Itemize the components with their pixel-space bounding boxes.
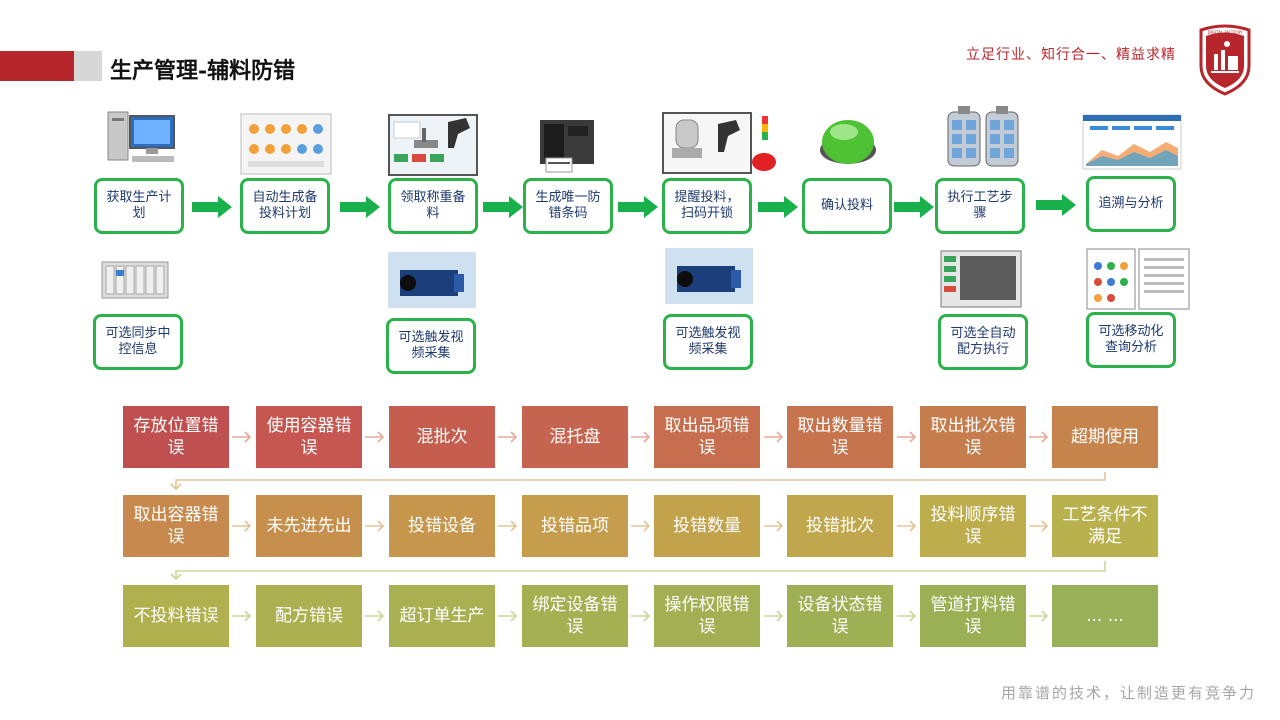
error-item: 存放位置错误 bbox=[123, 406, 229, 468]
error-item: 不投料错误 bbox=[123, 585, 229, 647]
step-trace-analyze: 追溯与分析 bbox=[1086, 176, 1176, 232]
error-item: 未先进先出 bbox=[256, 495, 362, 557]
step-get-plan: 获取生产计划 bbox=[94, 178, 184, 234]
error-item: ... ... bbox=[1052, 585, 1158, 647]
flow-arrow-icon bbox=[1036, 194, 1076, 216]
optional-auto-recipe: 可选全自动配方执行 bbox=[938, 314, 1028, 370]
error-item: 取出品项错误 bbox=[654, 406, 760, 468]
optional-sync-control: 可选同步中控信息 bbox=[93, 314, 183, 370]
step-execute-process: 执行工艺步骤 bbox=[935, 178, 1025, 234]
flow-arrow-icon bbox=[618, 196, 658, 218]
optional-video-capture-2: 可选触发视频采集 bbox=[663, 314, 753, 370]
flow-arrow-icon bbox=[483, 196, 523, 218]
flow-arrow-icon bbox=[758, 196, 798, 218]
error-item: 配方错误 bbox=[256, 585, 362, 647]
optional-video-capture-1: 可选触发视频采集 bbox=[386, 318, 476, 374]
company-logo: DIGITAL FACTORY bbox=[1199, 24, 1251, 96]
flow-arrow-icon bbox=[340, 196, 380, 218]
mobile-app-icon bbox=[1086, 248, 1190, 310]
optional-mobile-query: 可选移动化查询分析 bbox=[1086, 312, 1176, 368]
error-item: 取出数量错误 bbox=[787, 406, 893, 468]
error-item: 投料顺序错误 bbox=[920, 495, 1026, 557]
label-printer-icon bbox=[540, 120, 594, 173]
error-item: 取出容器错误 bbox=[123, 495, 229, 557]
error-item: 工艺条件不满足 bbox=[1052, 495, 1158, 557]
page-title: 生产管理-辅料防错 bbox=[110, 58, 296, 84]
header-accent-bar bbox=[0, 51, 74, 81]
camera-icon bbox=[388, 252, 476, 308]
logo-text: DIGITAL FACTORY bbox=[1208, 30, 1243, 35]
dashboard-icon bbox=[1082, 114, 1182, 170]
step-weigh-prepare: 领取称重备料 bbox=[388, 178, 478, 234]
slogan-bottom: 用靠谱的技术，让制造更有竞争力 bbox=[1000, 684, 1256, 702]
step-confirm-feed: 确认投料 bbox=[802, 178, 892, 234]
error-item: 管道打料错误 bbox=[920, 585, 1026, 647]
error-item: 绑定设备错误 bbox=[522, 585, 628, 647]
camera-icon bbox=[665, 248, 753, 304]
error-item: 投错品项 bbox=[522, 495, 628, 557]
error-item: 投错批次 bbox=[787, 495, 893, 557]
step-remind-unlock: 提醒投料，扫码开锁 bbox=[662, 178, 752, 234]
error-item: 混批次 bbox=[389, 406, 495, 468]
error-item: 投错数量 bbox=[654, 495, 760, 557]
touchscreen-app-icon bbox=[240, 113, 332, 175]
header-gray-bar bbox=[74, 51, 102, 81]
step-auto-generate-plan: 自动生成备投料计划 bbox=[240, 178, 330, 234]
computer-icon bbox=[107, 111, 175, 162]
error-item: 取出批次错误 bbox=[920, 406, 1026, 468]
step-generate-barcode: 生成唯一防错条码 bbox=[523, 178, 613, 234]
error-item: 混托盘 bbox=[522, 406, 628, 468]
slogan-top: 立足行业、知行合一、精益求精 bbox=[966, 47, 1176, 63]
flow-arrow-icon bbox=[894, 196, 934, 218]
green-button-icon bbox=[820, 120, 876, 164]
flow-arrow-icon bbox=[192, 196, 232, 218]
error-item: 设备状态错误 bbox=[787, 585, 893, 647]
plc-rack-icon bbox=[101, 261, 169, 299]
error-item: 使用容器错误 bbox=[256, 406, 362, 468]
error-item: 超期使用 bbox=[1052, 406, 1158, 468]
weighing-scale-scanner-icon bbox=[388, 114, 478, 176]
tank-scanner-alarm-icon bbox=[662, 112, 776, 174]
error-item: 超订单生产 bbox=[389, 585, 495, 647]
error-item: 操作权限错误 bbox=[654, 585, 760, 647]
error-item: 投错设备 bbox=[389, 495, 495, 557]
hmi-screen-icon bbox=[940, 250, 1022, 308]
control-panel-icon bbox=[947, 106, 1019, 167]
